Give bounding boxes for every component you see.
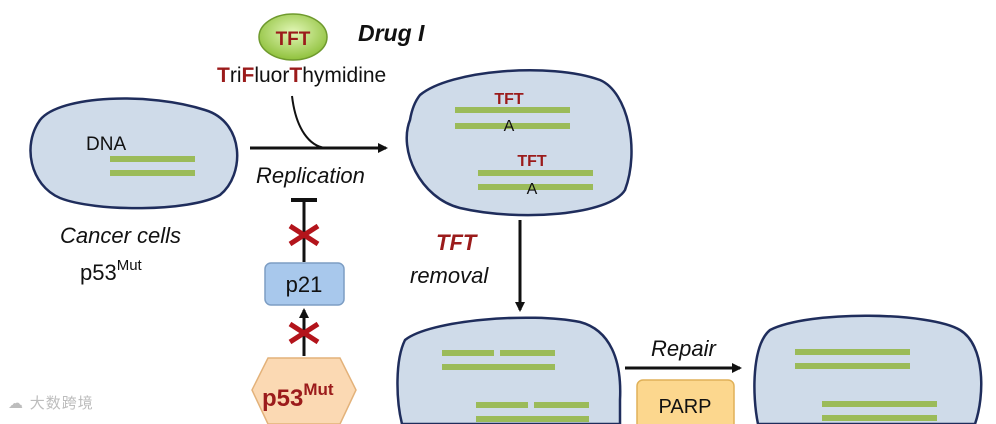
block-mark-1 [288,223,320,247]
cell-3-strand-2 [442,364,555,370]
cell-2-strand-4 [478,184,593,190]
parp-label: PARP [659,396,712,418]
cell-1-dna-strand-top [110,156,195,162]
watermark: ☁ 大数跨境 [8,392,94,413]
watermark-logo-icon: ☁ [8,394,24,412]
drug-pill [258,13,328,61]
drug-connector [291,95,326,149]
cell-2-strand-3 [478,170,593,176]
tft-removal-label: removal [410,263,489,288]
tft-removal-tft: TFT [436,230,478,255]
cell-1-dna-label: DNA [86,134,126,155]
cell-1 [29,97,239,210]
p21-box [264,262,345,306]
cell-4-strand-3 [822,401,937,407]
cell-3-strand-3b [534,402,589,408]
cell-4-strand-2 [795,363,910,369]
watermark-text: 大数跨境 [29,394,94,412]
drug-title: Drug I [358,20,425,46]
p53mut-hexagon [251,357,357,424]
cell-3-strand-1b [500,350,555,356]
cell-2 [405,69,633,217]
cell-1-p53-label: p53Mut [80,257,143,285]
cell-2-tft-top: TFT [494,91,524,108]
cell-3-strand-1a [442,350,494,356]
cell-4 [753,314,983,424]
cell-2-strand-1 [455,107,570,113]
cell-3-strand-3a [476,402,528,408]
cell-1-dna-strand-bottom [110,170,195,176]
cell-2-tft-bottom: TFT [517,153,547,170]
cell-4-strand-1 [795,349,910,355]
cell-4-strand-4 [822,415,937,421]
cancer-cells-caption: Cancer cells [60,223,181,248]
p21-label: p21 [286,272,323,297]
replication-label: Replication [256,163,365,188]
drug-pill-label: TFT [276,29,311,50]
cell-2-a-bottom: A [527,181,538,198]
repair-label: Repair [651,336,717,361]
cell-3-strand-4 [476,416,589,422]
block-mark-2 [288,321,320,345]
cell-3 [396,316,622,424]
cell-2-a-top: A [504,118,515,135]
parp-box [636,379,735,424]
drug-fullname: TriFluorThymidine [217,64,386,87]
p53mut-label: p53Mut [262,380,334,412]
cell-2-strand-2 [455,123,570,129]
